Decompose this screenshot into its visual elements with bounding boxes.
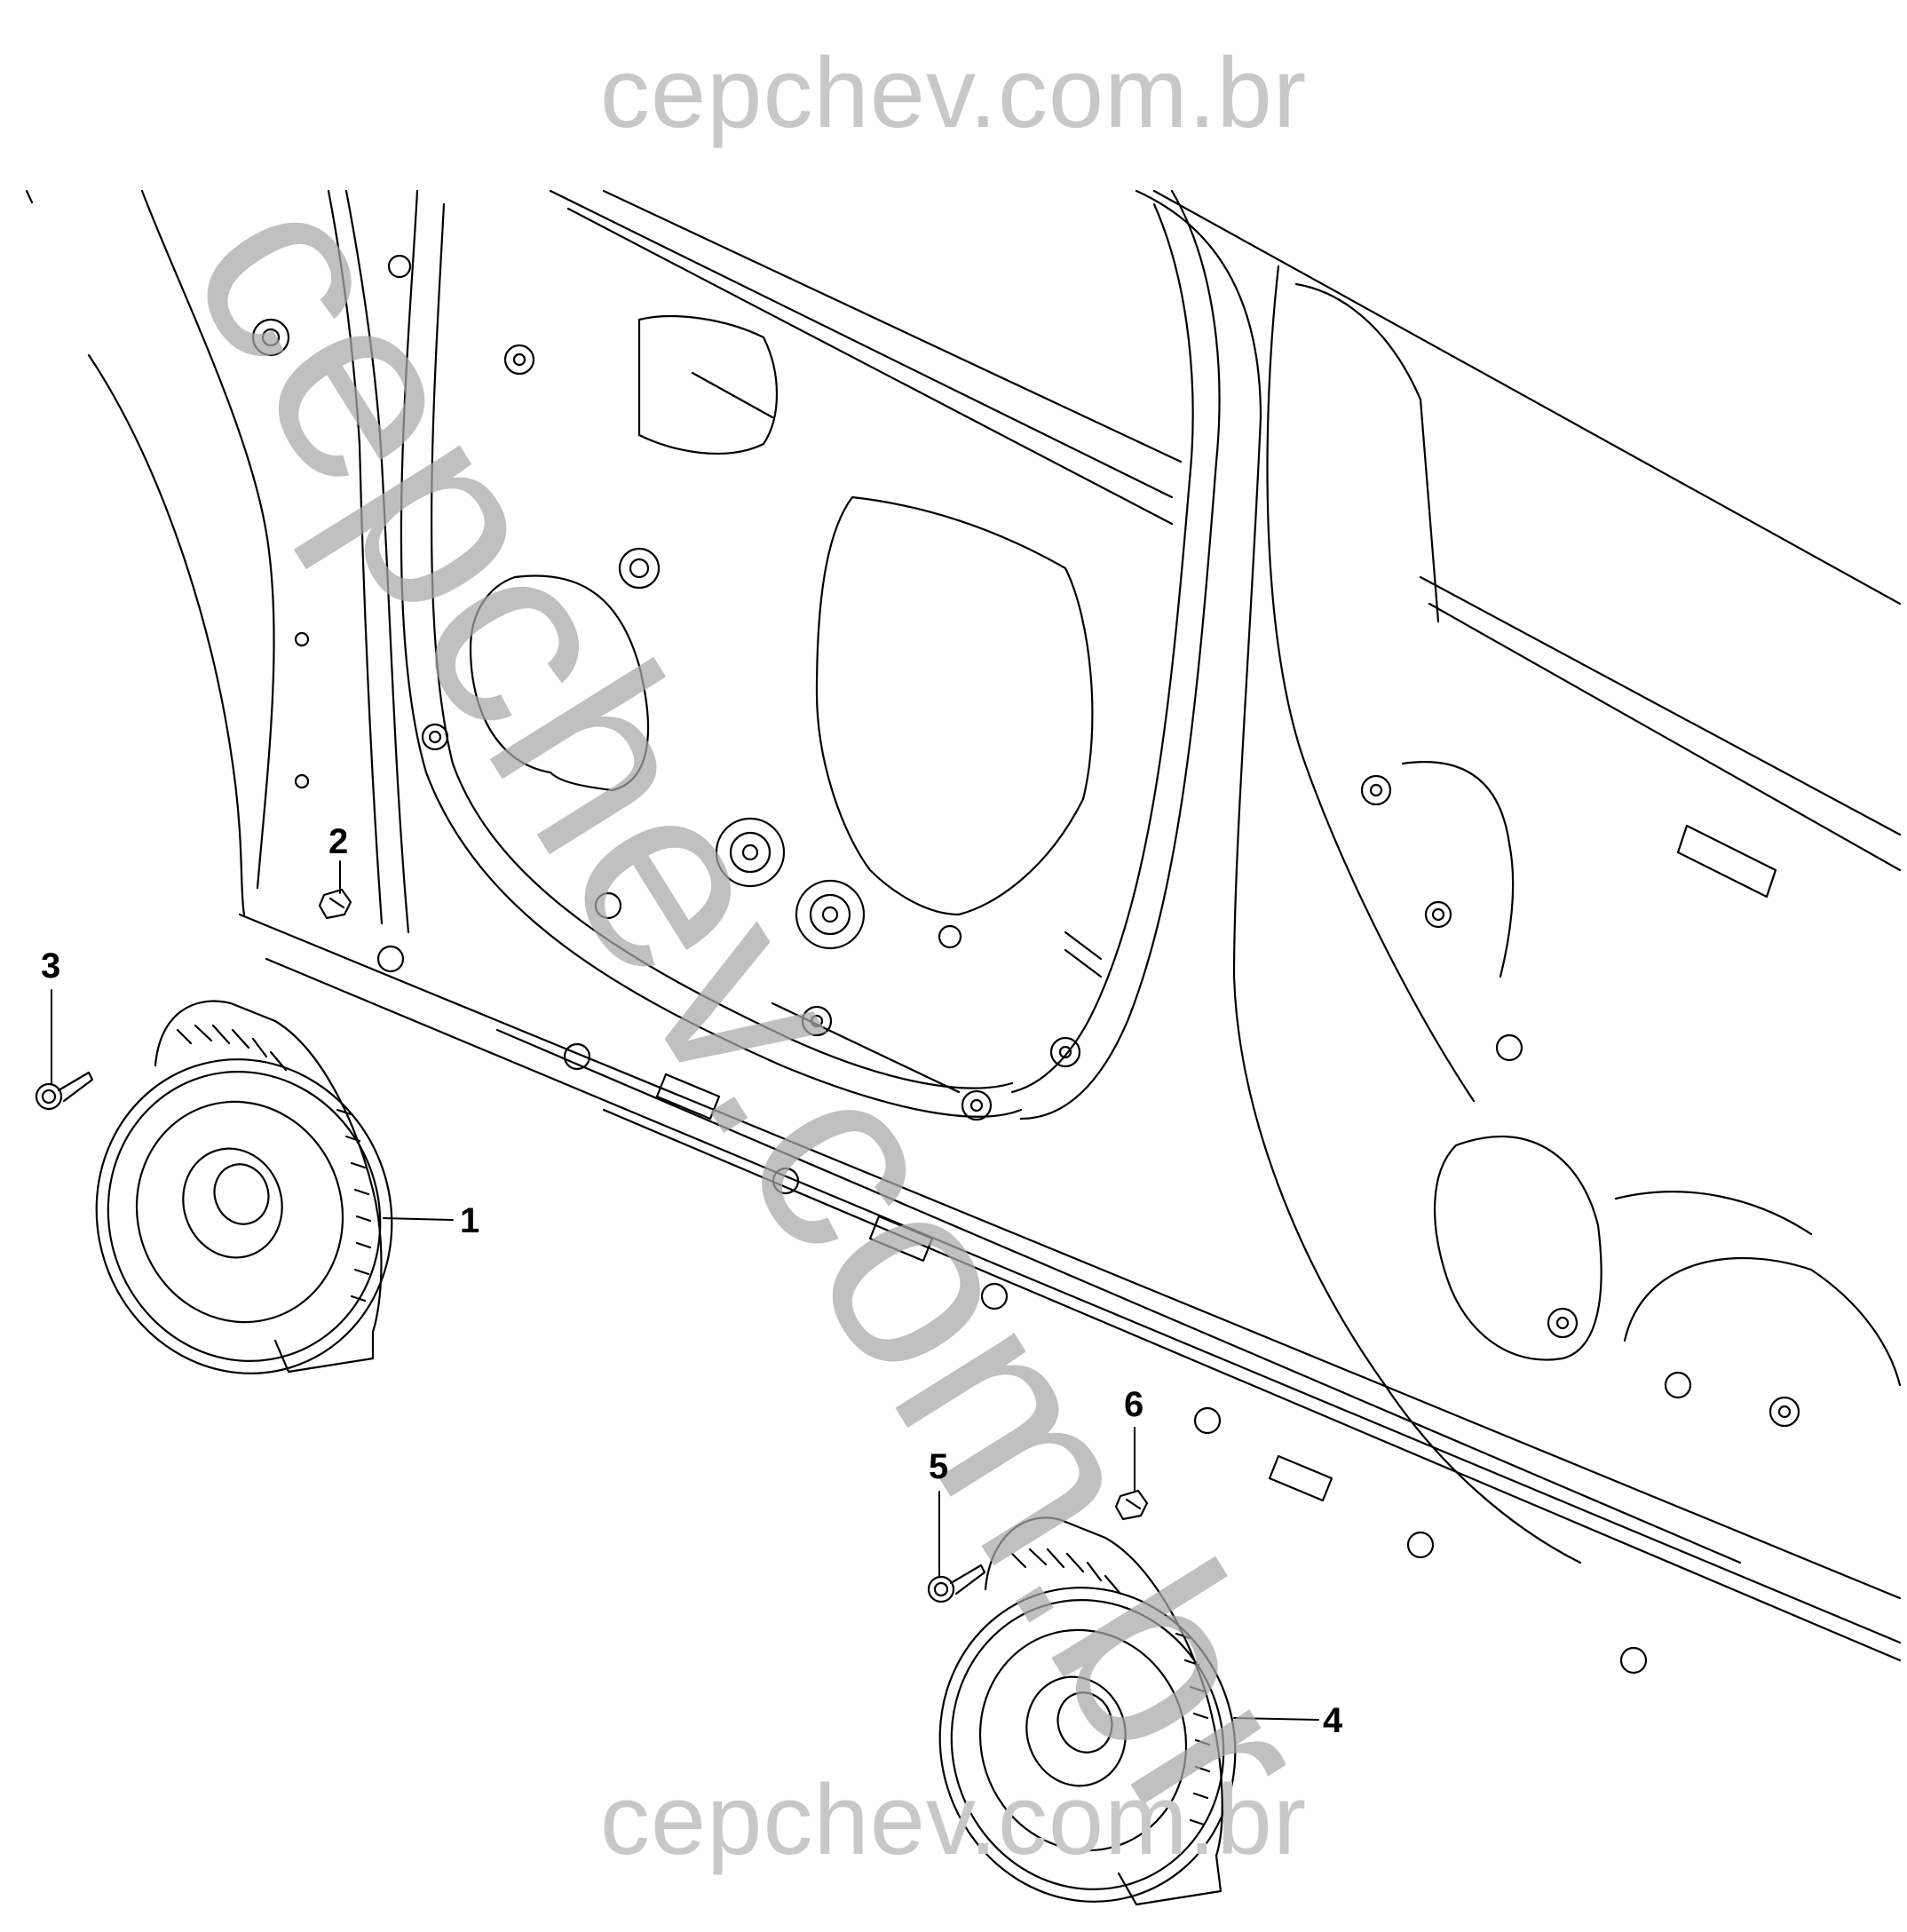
body-side-panel [25,189,412,934]
front-door-inner-panel [400,189,1221,1121]
top-watermark: cepchev.com.br [599,37,1308,148]
rear-door-inner-panel [1135,189,1902,1564]
callout-4: 4 [1323,1701,1343,1740]
speaker-nut-rear [1114,1489,1149,1521]
callout-1: 1 [460,1201,480,1240]
front-door-speaker [95,1000,393,1374]
rear-door-speaker [938,1516,1237,1906]
callout-3: 3 [41,946,61,986]
leader-lines [51,860,1319,1721]
speaker-screw-rear [927,1564,986,1603]
diagonal-watermark: cepchev.com.br [132,139,1373,1875]
speaker-screw-front [35,1071,94,1111]
callout-6: 6 [1124,1385,1144,1424]
callout-5: 5 [929,1447,949,1486]
rocker-sill [238,913,1902,1675]
callout-2: 2 [328,822,349,861]
speaker-nut-front [318,888,352,920]
bottom-watermark: cepchev.com.br [599,1764,1308,1875]
